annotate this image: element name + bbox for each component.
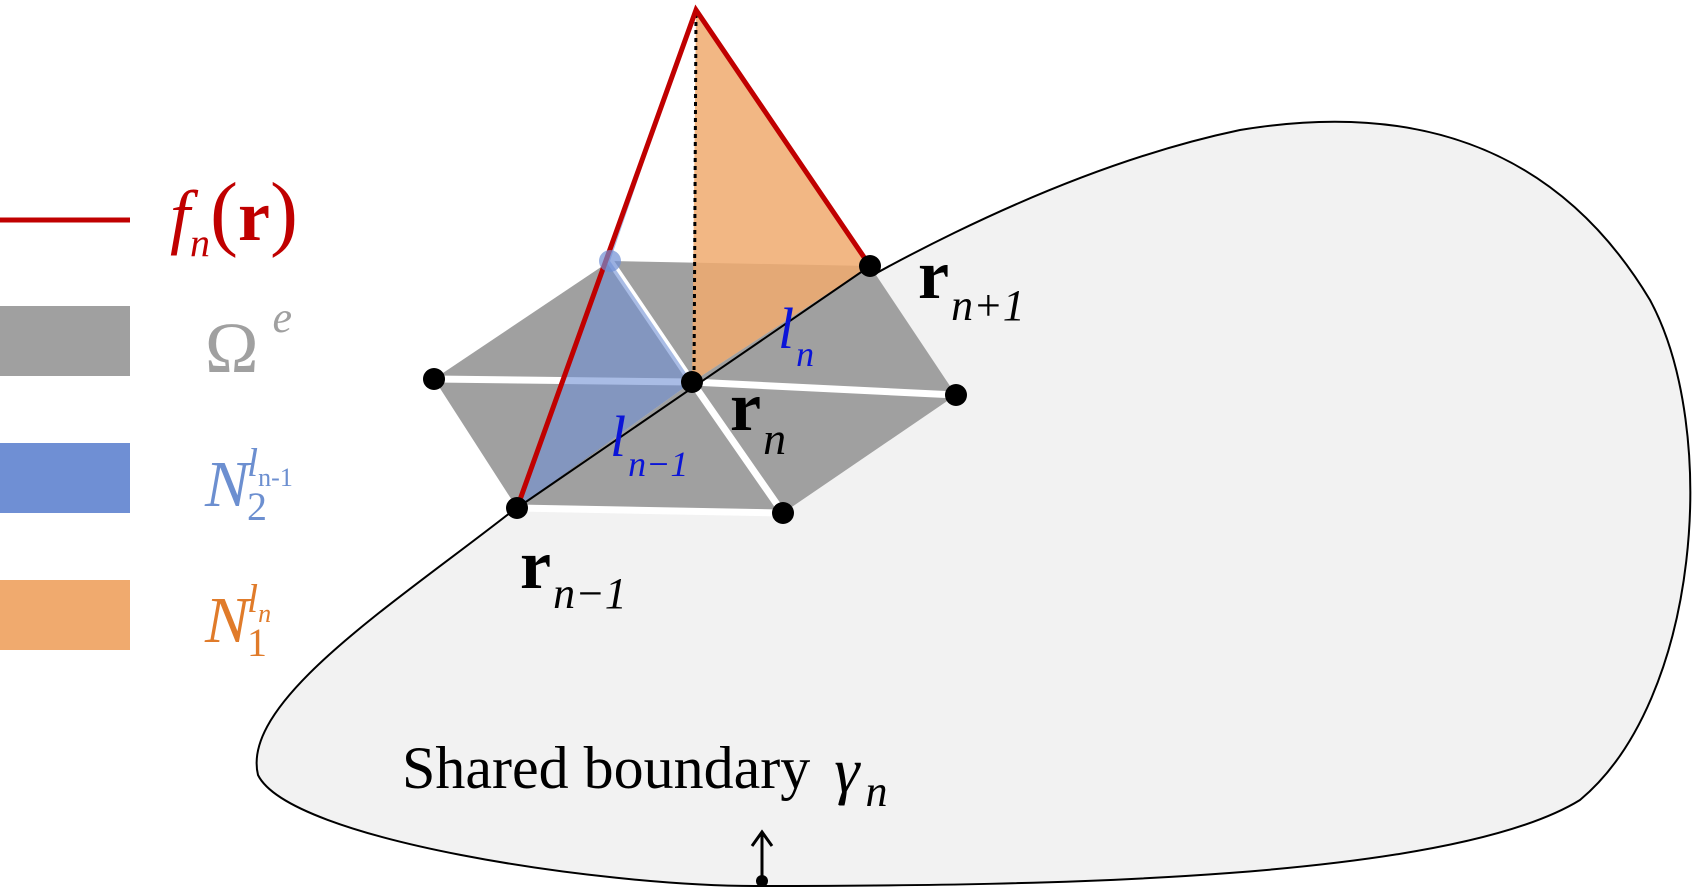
node-r-n [681, 371, 703, 393]
node [945, 384, 967, 406]
mesh-nodes [423, 250, 967, 524]
label-r-n: rn [730, 369, 786, 464]
hat-function-line [514, 4, 873, 509]
mesh-edge [688, 378, 960, 399]
legend-label-n2: N2ln-1 [204, 440, 293, 529]
mesh-triangle [692, 382, 956, 513]
label-r-next: rn+1 [918, 237, 1025, 330]
basis-patch-n1 [692, 10, 870, 382]
mesh-triangle [692, 266, 956, 395]
legend-swatch-n1 [0, 580, 130, 650]
legend-label-n1: N1ln [204, 576, 271, 665]
legend-swatch-omega [0, 306, 130, 376]
boundary-arrow [750, 829, 774, 887]
mesh-edge [688, 378, 787, 517]
node [772, 502, 794, 524]
legend-label-f: fn(r) [170, 166, 298, 265]
label-l-prev: ln−1 [610, 404, 688, 484]
mesh-edge [513, 504, 787, 517]
label-l-n: ln [778, 296, 814, 374]
node [599, 250, 621, 272]
node [423, 368, 445, 390]
legend-swatch-n2 [0, 443, 130, 513]
apex-height-line [692, 13, 698, 381]
domain-region [255, 120, 1692, 888]
mesh-triangle [517, 382, 783, 513]
node-r-next [859, 255, 881, 277]
label-r-prev: rn−1 [520, 527, 627, 618]
node-r-prev [506, 497, 528, 519]
